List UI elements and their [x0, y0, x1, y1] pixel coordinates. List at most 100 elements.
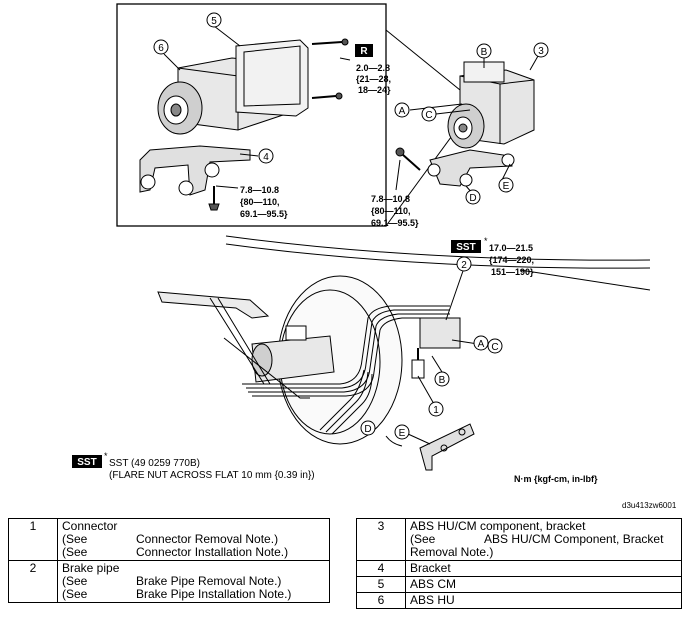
torque-abs-bolt-3: 18—24} — [358, 85, 391, 95]
callout-label-E: E — [503, 181, 510, 192]
part-number: 5 — [356, 576, 406, 593]
table-row: 3 ABS HU/CM component, bracket (See ABS … — [356, 518, 682, 561]
torque-bracket-2: {80—110, — [371, 206, 411, 216]
table-row: 1 Connector (See Connector Removal Note.… — [8, 518, 330, 561]
callout-label-4: 4 — [263, 152, 269, 163]
callout-label-A: A — [399, 106, 406, 117]
part-name: Connector — [62, 519, 118, 533]
sst-badge-bottom-label: SST — [77, 457, 96, 468]
part-number: 1 — [8, 518, 58, 561]
callout-1 — [428, 401, 444, 417]
part-note: (See Brake Pipe Removal Note.) — [62, 575, 325, 588]
parts-table-right: 3 ABS HU/CM component, bracket (See ABS … — [356, 518, 682, 609]
callout-label-2: 2 — [461, 260, 467, 271]
table-row: 4 Bracket — [356, 560, 682, 577]
part-name: Brake pipe — [62, 561, 120, 575]
units-note: N·m {kgf-cm, in-lbf} — [514, 474, 598, 484]
sst-badge-bottom: SST * — [72, 451, 108, 468]
sst-star-bottom: * — [104, 451, 108, 461]
see-label: (See — [410, 532, 436, 546]
callout-label-C2: C — [491, 342, 498, 353]
callout-label-E2: E — [399, 428, 406, 439]
table-row: 5 ABS CM — [356, 576, 682, 593]
callout-label-B2: B — [439, 375, 446, 386]
callout-label-5: 5 — [211, 16, 217, 27]
callout-C — [421, 106, 437, 122]
note-link[interactable]: Connector Removal Note.) — [136, 532, 279, 546]
see-label: (See — [62, 574, 88, 588]
table-row: 6 ABS HU — [356, 592, 682, 609]
callout-A — [394, 102, 410, 118]
note-link[interactable]: Brake Pipe Installation Note.) — [136, 587, 292, 601]
part-name: Bracket — [405, 560, 682, 577]
callout-3 — [533, 42, 549, 58]
callout-label-6: 6 — [158, 43, 164, 54]
see-label: (See — [62, 587, 88, 601]
torque-bracket-1: 7.8—10.8 — [371, 194, 410, 204]
torque-inset-1: 7.8—10.8 — [240, 185, 279, 195]
callout-4 — [258, 148, 274, 164]
note-link[interactable]: Brake Pipe Removal Note.) — [136, 574, 282, 588]
part-name: ABS CM — [405, 576, 682, 593]
part-note: (See ABS HU/CM Component, Bracket — [410, 533, 677, 546]
torque-bracket-3: 69.1—95.5} — [371, 218, 419, 228]
callout-5 — [206, 12, 222, 28]
callout-label-C: C — [425, 110, 432, 121]
callout-E — [498, 177, 514, 193]
part-note: (See Connector Removal Note.) — [62, 533, 325, 546]
part-name: ABS HU — [405, 592, 682, 609]
see-label: (See — [62, 532, 88, 546]
callouts — [153, 12, 549, 440]
note-link-cont[interactable]: Removal Note.) — [410, 545, 494, 559]
part-number: 3 — [356, 518, 406, 561]
see-label: (See — [62, 545, 88, 559]
callout-6 — [153, 39, 169, 55]
part-cell: ABS HU/CM component, bracket (See ABS HU… — [405, 518, 682, 561]
torque-abs-bolt-1: 2.0—2.8 — [356, 63, 390, 73]
torque-flare-2: {174—220, — [489, 255, 534, 265]
part-number: 6 — [356, 592, 406, 609]
callout-label-B: B — [481, 47, 488, 58]
table-row: 2 Brake pipe (See Brake Pipe Removal Not… — [8, 560, 330, 603]
sst-badge-top: SST * — [451, 236, 488, 253]
callout-B — [476, 43, 492, 59]
replace-badge: R — [355, 44, 373, 57]
part-note: (See Connector Installation Note.) — [62, 546, 325, 559]
part-cell: Brake pipe (See Brake Pipe Removal Note.… — [57, 560, 330, 603]
torque-inset-2: {80—110, — [240, 197, 280, 207]
callout-B2 — [434, 371, 450, 387]
part-note: (See Brake Pipe Installation Note.) — [62, 588, 325, 601]
sst-star-top: * — [484, 236, 488, 246]
part-name: ABS HU/CM component, bracket — [410, 519, 586, 533]
callout-label-1: 1 — [433, 405, 439, 416]
callout-label-3: 3 — [538, 46, 544, 57]
sst-note-line1: SST (49 0259 770B) — [109, 458, 200, 469]
inset-detail — [116, 3, 466, 227]
sst-badge-top-label: SST — [456, 242, 475, 253]
torque-abs-bolt-2: {21—28, — [356, 74, 391, 84]
abs-assembly — [395, 55, 539, 195]
torque-inset-3: 69.1—95.5} — [240, 209, 288, 219]
callout-label-D: D — [469, 193, 476, 204]
part-number: 4 — [356, 560, 406, 577]
callout-D — [465, 189, 481, 205]
callout-2 — [456, 256, 472, 272]
part-cell: Connector (See Connector Removal Note.) … — [57, 518, 330, 561]
replace-badge-label: R — [360, 46, 368, 57]
torque-flare-1: 17.0—21.5 — [489, 243, 533, 253]
torque-flare-3: 151—190} — [491, 267, 534, 277]
note-link[interactable]: Connector Installation Note.) — [136, 545, 289, 559]
figure-id: d3u413zw6001 — [622, 501, 677, 510]
callout-label-D2: D — [364, 424, 371, 435]
callout-E2 — [394, 424, 410, 440]
callout-C2 — [487, 338, 503, 354]
callout-A2 — [473, 335, 489, 351]
callout-D2 — [360, 420, 376, 436]
brake-booster-area — [157, 235, 651, 471]
note-link[interactable]: ABS HU/CM Component, Bracket — [484, 532, 664, 546]
sst-note-line2: (FLARE NUT ACROSS FLAT 10 mm {0.39 in}) — [109, 470, 315, 481]
parts-table-left: 1 Connector (See Connector Removal Note.… — [8, 518, 330, 603]
callout-label-A2: A — [478, 339, 485, 350]
part-number: 2 — [8, 560, 58, 603]
